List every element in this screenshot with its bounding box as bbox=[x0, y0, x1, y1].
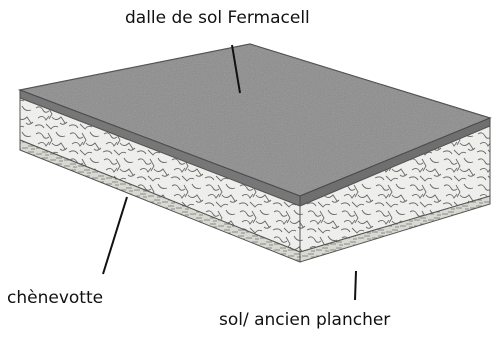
leader-line-hemp bbox=[103, 197, 127, 274]
label-old-floor: sol/ ancien plancher bbox=[219, 310, 390, 330]
leader-line-floor bbox=[355, 271, 356, 300]
label-slab: dalle de sol Fermacell bbox=[125, 8, 310, 28]
label-hemp: chènevotte bbox=[7, 288, 103, 308]
